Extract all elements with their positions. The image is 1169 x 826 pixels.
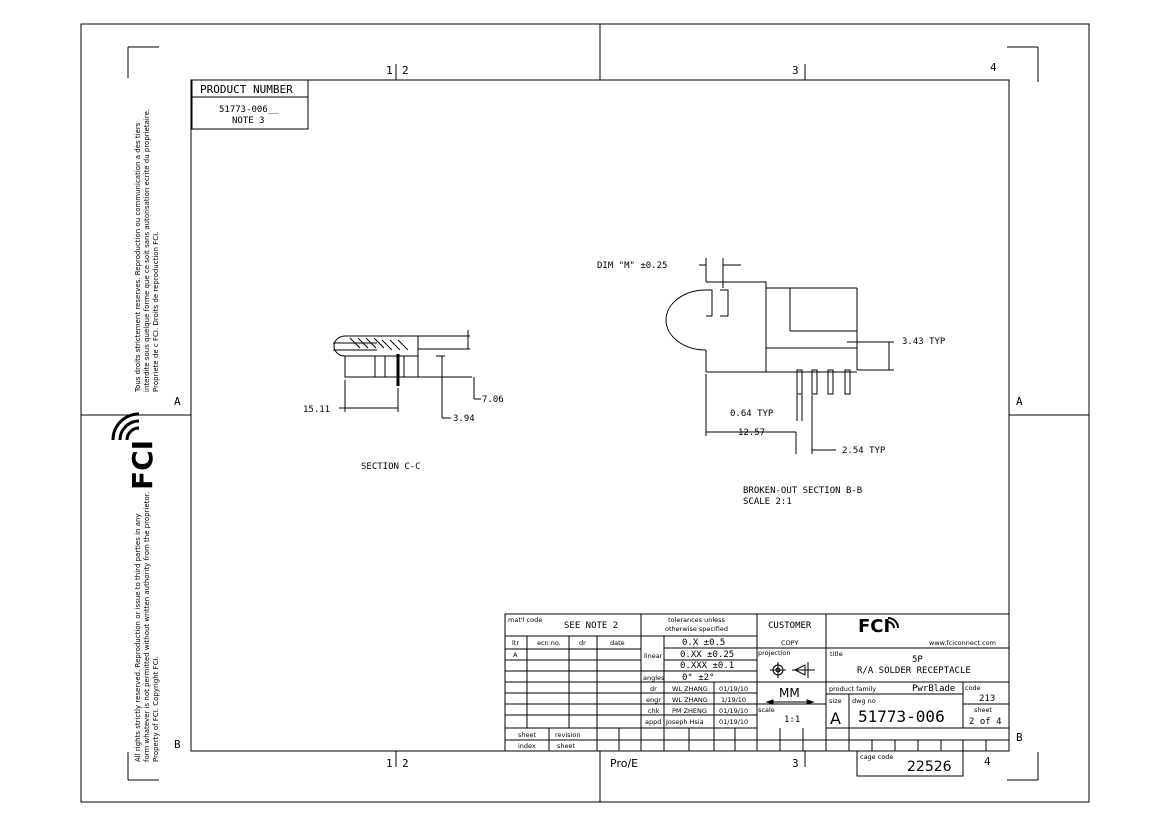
rev-header-ltr: ltr (512, 639, 519, 647)
website-text: www.fciconnect.com (929, 639, 996, 647)
dwg-no-value: 51773-006 (858, 707, 945, 726)
zone-left-a: A (174, 395, 181, 408)
sheet-rev-label-4: sheet (557, 742, 576, 750)
sig-engr-date: 1/19/10 (721, 696, 746, 704)
title-line-2: R/A SOLDER RECEPTACLE (857, 666, 971, 676)
product-number-note: NOTE 3 (232, 116, 265, 126)
matl-code-value: SEE NOTE 2 (564, 621, 618, 631)
cad-label: Pro/E (610, 757, 638, 770)
product-number-header: PRODUCT NUMBER (200, 83, 293, 96)
section-bb-title: BROKEN-OUT SECTION B-B (743, 486, 862, 496)
tolerances-label-2: otherwise specified (665, 625, 728, 633)
units-label: MM (779, 686, 800, 700)
cage-code-label: cage code (860, 753, 893, 761)
english-notice: All rights strictly reserved. Reproducti… (134, 492, 160, 762)
title-block-text: mat'l code SEE NOTE 2 ltr ecn no. dr dat… (508, 616, 1002, 775)
cage-code-value: 22526 (907, 759, 952, 775)
bb-dim-pitch-height: 3.43 TYP (902, 337, 946, 347)
english-notice-line-3: Property of FCI. Copyright FCI. (152, 656, 160, 762)
sig-dr-role: dr (650, 685, 657, 693)
code-label: code (965, 684, 981, 692)
title-block (504, 613, 1010, 777)
rev-header-ecn: ecn no. (537, 639, 561, 647)
sig-dr-name: WL ZHANG (672, 685, 708, 693)
tolerance-line-1: 0.X ±0.5 (682, 638, 725, 648)
english-notice-line-2: form whatever is not permitted without w… (143, 492, 151, 762)
zone-bottom-1: 1 (386, 757, 393, 770)
product-family-value: PwrBlade (912, 684, 955, 694)
size-value: A (830, 709, 841, 728)
scale-label: scale (758, 706, 775, 714)
french-notice-line-2: interdite sous quelque forme que ce soit… (143, 109, 151, 392)
rev-header-date: date (610, 639, 625, 647)
size-label: size (829, 697, 842, 705)
sig-engr-name: WL ZHANG (672, 696, 708, 704)
zone-bottom-3: 3 (792, 757, 799, 770)
sig-appd-name: Joseph Hsia (665, 718, 704, 726)
zone-bottom-4: 4 (984, 755, 991, 768)
tolerance-line-2: 0.XX ±0.25 (680, 650, 734, 660)
french-notice: Tous droits strictement reserves. Reprod… (134, 109, 160, 393)
dwg-no-label: dwg no (852, 697, 876, 705)
cc-dim-height: 7.06 (482, 395, 504, 405)
title-label: title (830, 650, 843, 658)
linear-label: linear (644, 652, 663, 660)
sheet-label: sheet (974, 706, 993, 714)
section-cc-title: SECTION C-C (361, 462, 421, 472)
french-notice-line-1: Tous droits strictement reserves. Reprod… (134, 122, 142, 393)
zone-right-b: B (1016, 731, 1023, 744)
rev-row-1-ltr: A (513, 651, 518, 659)
fci-logo-vertical: FCI (111, 412, 159, 490)
copy-label: COPY (781, 639, 798, 647)
section-bb-view (665, 258, 894, 454)
sig-chk-date: 01/19/10 (719, 707, 748, 715)
sig-appd-role: appd (645, 718, 661, 726)
sig-engr-role: engr (646, 696, 661, 704)
zone-top-2: 2 (402, 64, 409, 77)
section-bb-scale: SCALE 2:1 (743, 497, 792, 507)
code-value: 213 (979, 694, 995, 704)
zone-left-b: B (174, 738, 181, 751)
sheet-value: 2 of 4 (969, 717, 1002, 727)
rev-header-dr: dr (579, 639, 586, 647)
cc-dim-length: 15.11 (303, 405, 330, 415)
zone-top-1: 1 (386, 64, 393, 77)
sheet-rev-label-1: sheet (518, 731, 537, 739)
sig-chk-role: chk (648, 707, 660, 715)
bb-dim-pin-pitch: 2.54 TYP (842, 446, 886, 456)
sig-dr-date: 01/19/10 (719, 685, 748, 693)
angles-label: angles (643, 674, 665, 682)
zone-right-a: A (1016, 395, 1023, 408)
matl-code-label: mat'l code (508, 616, 542, 624)
sig-appd-date: 01/19/10 (719, 718, 748, 726)
cc-dim-offset: 3.94 (453, 414, 475, 424)
english-notice-line-1: All rights strictly reserved. Reproducti… (134, 513, 142, 762)
french-notice-line-3: Propriete de c FCI. Droits de reproducti… (152, 232, 160, 392)
bb-dim-m: DIM "M" ±0.25 (597, 261, 667, 271)
fci-logo-small-text: FCI (858, 616, 890, 637)
zone-top-4: 4 (990, 61, 997, 74)
product-family-label: product family (829, 685, 876, 693)
tolerance-line-3: 0.XXX ±0.1 (680, 661, 734, 671)
product-number-value: 51773-006__ (219, 105, 279, 115)
scale-value: 1:1 (784, 715, 800, 725)
bb-dim-pin-pos: 12.57 (738, 428, 765, 438)
sig-chk-name: PM ZHENG (672, 707, 707, 715)
sheet-rev-label-2: revision (555, 731, 580, 739)
section-cc-view (333, 330, 481, 419)
fci-logo-title-block: FCI (858, 616, 899, 637)
customer-label: CUSTOMER (768, 621, 812, 631)
tolerances-label: tolerances unless (668, 616, 726, 624)
product-number-box: PRODUCT NUMBER 51773-006__ NOTE 3 (191, 79, 309, 130)
zone-bottom-2: 2 (402, 757, 409, 770)
fci-logo-text: FCI (126, 440, 159, 490)
sheet-rev-label-3: index (518, 742, 536, 750)
angles-value: 0° ±2° (682, 673, 715, 683)
bb-dim-pin-width: 0.64 TYP (730, 409, 774, 419)
projection-label: projection (758, 649, 790, 657)
zone-top-3: 3 (792, 64, 799, 77)
title-line-1: 5P (912, 655, 923, 665)
